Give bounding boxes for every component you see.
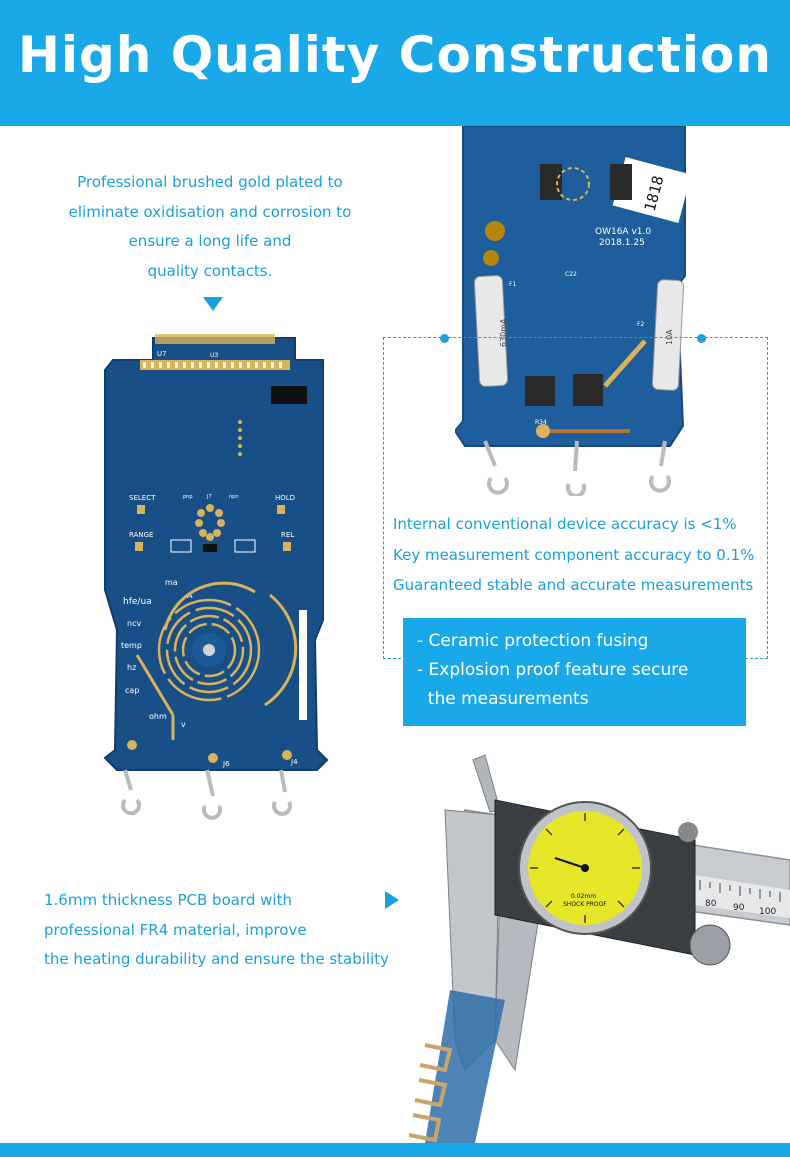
caption-line: Guaranteed stable and accurate measureme… — [393, 576, 754, 594]
board-label-j6: J6 — [222, 760, 230, 768]
pcb-thickness-caption: 1.6mm thickness PCB board with professio… — [44, 886, 444, 975]
board-label-select: SELECT — [129, 494, 156, 502]
fuse-label-f1: F1 — [509, 281, 516, 288]
board-label-j4: J4 — [290, 758, 298, 766]
board-label-r34: R34 — [535, 419, 547, 426]
board-label-u3: U3 — [210, 352, 218, 359]
fuse-label-f2: F2 — [637, 321, 644, 328]
accuracy-callout-frame — [383, 337, 768, 659]
caliper-scale-80: 80 — [705, 899, 717, 909]
pcb-front-photo: U7 U3 SELECT HOLD RANGE REL pnp J7 npn m… — [103, 334, 329, 820]
fusing-line: the measurements — [417, 689, 589, 709]
fusing-info-box: - Ceramic protection fusing - Explosion … — [403, 618, 746, 726]
fusing-line: - Ceramic protection fusing — [417, 631, 649, 651]
caption-line: 1.6mm thickness PCB board with — [44, 891, 292, 909]
arrow-right-icon — [385, 891, 399, 909]
fuse-label-10a: 10A — [665, 329, 674, 345]
board-label-rel: REL — [281, 531, 294, 539]
board-label-range: RANGE — [129, 531, 153, 539]
caliper-res-label: 0.02mm — [571, 893, 596, 900]
board-label-hfe: hfe/ua — [123, 597, 152, 607]
board-label-cap: cap — [125, 686, 139, 695]
board-label-ncv: ncv — [127, 619, 141, 628]
page-title: High Quality Construction — [18, 26, 772, 84]
board-label-hold: HOLD — [275, 494, 295, 502]
footer-banner — [0, 1143, 790, 1157]
board-model-label: OW16A v1.0 — [595, 227, 651, 237]
board-label-temp: temp — [121, 641, 142, 650]
board-label-npn: npn — [229, 494, 239, 500]
board-date-label: 2018.1.25 — [599, 238, 645, 248]
arrow-down-icon — [203, 297, 223, 311]
board-label-hz: hz — [127, 663, 136, 672]
caliper-photo: 80 90 100 0.02mm SHOCK PROOF — [408, 754, 790, 1143]
fuse-label-630ma: 630mA — [499, 318, 508, 347]
caption-line: ensure a long life and — [128, 232, 292, 250]
gold-contacts-caption: Professional brushed gold plated to elim… — [40, 168, 380, 286]
board-label-ohm: ohm — [149, 712, 167, 721]
board-label-a: A — [187, 591, 193, 600]
pcb-back-photo: 1818 OW16A v1.0 2018.1.25 630mA F1 10A F… — [455, 126, 692, 496]
header-banner: High Quality Construction — [0, 0, 790, 126]
caliper-scale-100: 100 — [759, 907, 776, 917]
board-label-ma: ma — [165, 578, 178, 587]
caption-line: the heating durability and ensure the st… — [44, 950, 390, 968]
caption-line: Internal conventional device accuracy is… — [393, 515, 737, 533]
accuracy-caption: Internal conventional device accuracy is… — [393, 509, 773, 601]
caliper-brand-label: SHOCK PROOF — [563, 901, 607, 908]
caption-line: professional FR4 material, improve — [44, 920, 307, 939]
caliper-scale-90: 90 — [733, 903, 745, 913]
caption-line: Key measurement component accuracy to 0.… — [393, 545, 755, 564]
board-label-j7: J7 — [206, 494, 212, 500]
callout-dot-left — [440, 334, 449, 343]
board-label-u7: U7 — [157, 350, 167, 358]
board-label-c22: C22 — [565, 271, 577, 278]
callout-dot-right — [697, 334, 706, 343]
board-label-v: v — [181, 720, 186, 729]
caption-line: quality contacts. — [147, 261, 273, 280]
caption-line: eliminate oxidisation and corrosion to — [68, 202, 352, 221]
board-label-pnp: pnp — [183, 494, 193, 500]
fusing-line: - Explosion proof feature secure — [417, 660, 689, 680]
caption-line: Professional brushed gold plated to — [77, 173, 343, 191]
